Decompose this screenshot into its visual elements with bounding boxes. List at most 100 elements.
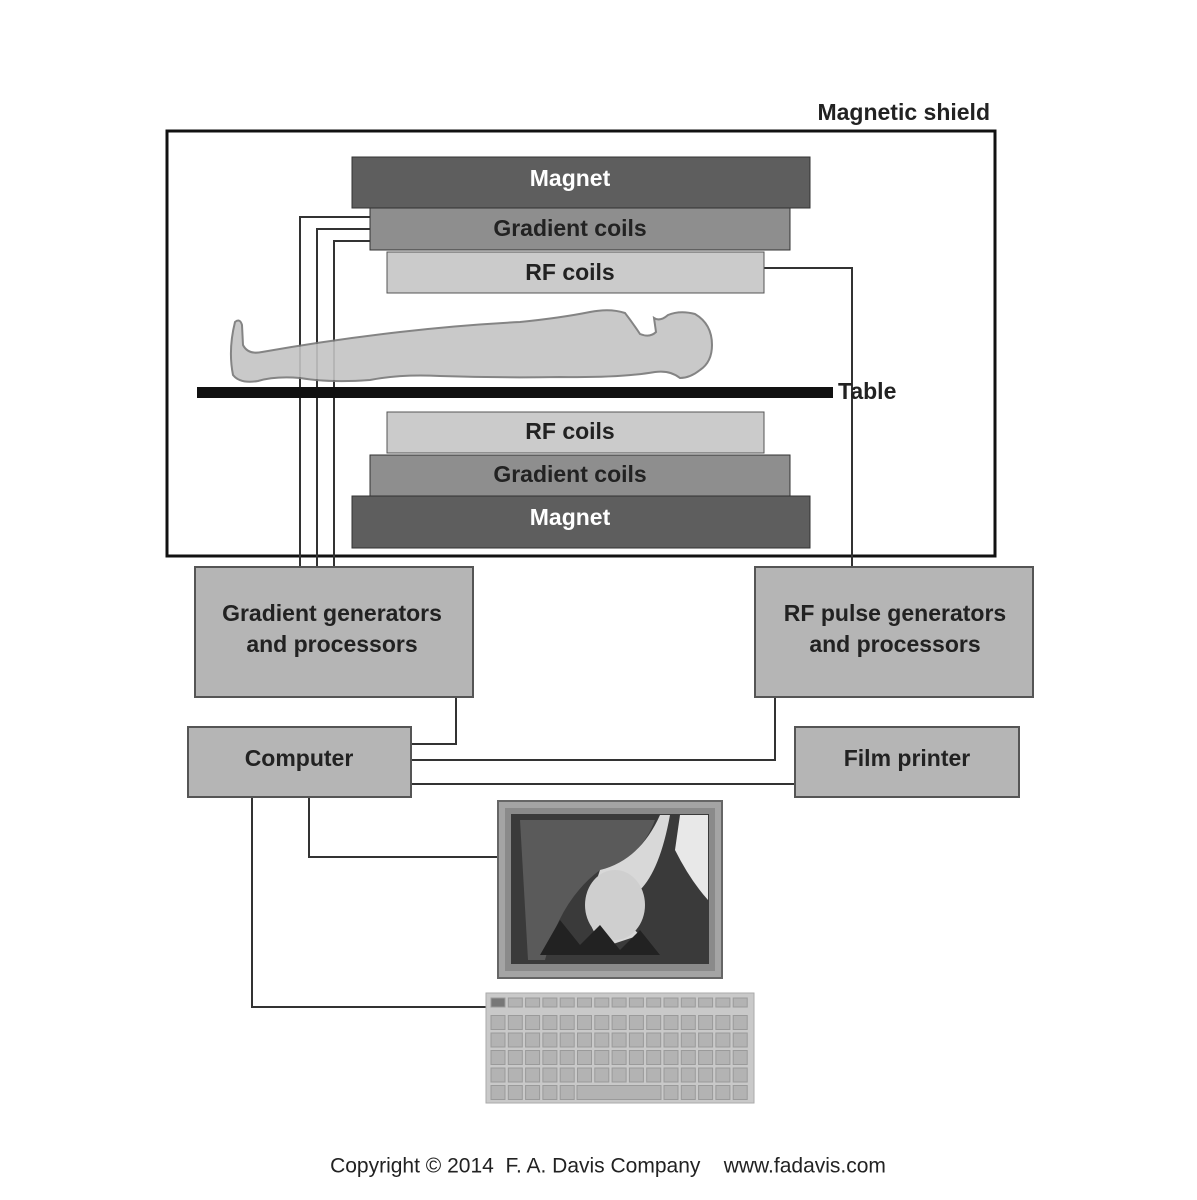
keyboard-key <box>490 1015 506 1030</box>
patient-table <box>197 387 833 398</box>
keyboard-key <box>732 997 748 1008</box>
keyboard-key <box>663 1067 679 1083</box>
keyboard-key <box>490 997 506 1008</box>
keyboard-key <box>542 1032 558 1048</box>
keyboard-key <box>525 1050 541 1065</box>
keyboard-icon <box>485 992 755 1104</box>
keyboard-key <box>577 1050 592 1065</box>
rf-pulse-generators-label-1: RF pulse generators <box>784 600 1006 626</box>
keyboard-key <box>698 1050 714 1065</box>
rf-coils-bottom-label: RF coils <box>525 418 614 444</box>
keyboard-key <box>715 1032 731 1048</box>
keyboard-key <box>507 1015 523 1030</box>
keyboard-key <box>542 997 558 1008</box>
keyboard-key <box>628 1032 644 1048</box>
keyboard-key <box>611 1050 627 1065</box>
keyboard-key <box>732 1067 748 1083</box>
copyright-footer: Copyright © 2014 F. A. Davis Company www… <box>330 1155 886 1178</box>
keyboard-key <box>542 1050 558 1065</box>
rf-coils-bottom <box>386 411 765 454</box>
computer-label: Computer <box>245 745 354 771</box>
film-printer-box <box>794 726 1020 798</box>
keyboard-key <box>559 1015 575 1030</box>
keyboard-key <box>646 997 662 1008</box>
keyboard-key <box>525 1085 541 1100</box>
keyboard-spacebar <box>576 1085 662 1100</box>
keyboard-key <box>663 1050 679 1065</box>
magnet-top-label: Magnet <box>530 165 611 191</box>
keyboard-key <box>559 1032 575 1048</box>
computer-to-keyboard-wire <box>251 797 486 1008</box>
keyboard-key <box>646 1032 662 1048</box>
table-label: Table <box>838 378 896 404</box>
rf-pulse-generators-box <box>754 566 1034 698</box>
keyboard-key <box>594 1050 610 1065</box>
keyboard-key <box>628 1050 644 1065</box>
keyboard-key <box>577 1067 592 1083</box>
gradient-to-computer-wire <box>411 697 457 745</box>
keyboard-key <box>698 997 714 1008</box>
keyboard-key <box>680 1067 696 1083</box>
monitor-icon <box>497 800 723 979</box>
gradient-generators-label-2: and processors <box>246 631 417 657</box>
keyboard-key <box>646 1015 662 1030</box>
keyboard-key <box>698 1085 714 1100</box>
keyboard-key <box>698 1015 714 1030</box>
keyboard-key <box>628 1015 644 1030</box>
keyboard-key <box>715 997 731 1008</box>
gradient-generators-label-1: Gradient generators <box>222 600 442 626</box>
keyboard-key <box>490 1032 506 1048</box>
keyboard-key <box>577 1032 592 1048</box>
film-printer-label: Film printer <box>844 745 971 771</box>
keyboard-key <box>542 1085 558 1100</box>
keyboard-key <box>559 1050 575 1065</box>
magnetic-shield-label: Magnetic shield <box>817 99 990 125</box>
rf-coils-top <box>386 251 765 294</box>
keyboard-key <box>507 1067 523 1083</box>
keyboard-key <box>507 1085 523 1100</box>
keyboard-key <box>577 1015 592 1030</box>
keyboard-key <box>594 1015 610 1030</box>
keyboard-key <box>628 997 644 1008</box>
keyboard-key <box>507 1032 523 1048</box>
gradient-coils-bottom <box>369 454 791 497</box>
keyboard-key <box>525 1015 541 1030</box>
rf-coils-top-label: RF coils <box>525 259 614 285</box>
patient-silhouette <box>229 309 714 383</box>
keyboard-key <box>542 1015 558 1030</box>
keyboard-key <box>732 1085 748 1100</box>
keyboard-key <box>577 997 592 1008</box>
keyboard-key <box>663 1032 679 1048</box>
magnet-bottom-label: Magnet <box>530 504 611 530</box>
keyboard-key <box>680 1085 696 1100</box>
keyboard-key <box>646 1050 662 1065</box>
keyboard-key <box>611 997 627 1008</box>
keyboard-key <box>646 1067 662 1083</box>
keyboard-key <box>559 1067 575 1083</box>
keyboard-key <box>732 1032 748 1048</box>
keyboard-key <box>680 1050 696 1065</box>
computer-box <box>187 726 412 798</box>
computer-to-monitor-wire <box>308 797 498 858</box>
keyboard-key <box>559 1085 575 1100</box>
magnet-bottom <box>351 495 811 549</box>
keyboard-key <box>663 997 679 1008</box>
keyboard-key <box>715 1015 731 1030</box>
keyboard-key <box>715 1050 731 1065</box>
gradient-generators-box <box>194 566 474 698</box>
keyboard-key <box>611 1032 627 1048</box>
gradient-coils-top <box>369 207 791 251</box>
keyboard-key <box>663 1085 679 1100</box>
keyboard-key <box>715 1067 731 1083</box>
gradient-coils-top-label: Gradient coils <box>493 215 646 241</box>
keyboard-key <box>663 1015 679 1030</box>
keyboard-key <box>490 1085 506 1100</box>
gradient-wire-1 <box>299 216 370 568</box>
keyboard-key <box>680 1015 696 1030</box>
rf-pulse-generators-label-2: and processors <box>809 631 980 657</box>
rf-to-computer-wire <box>411 697 776 761</box>
keyboard-key <box>525 997 541 1008</box>
keyboard-key <box>507 997 523 1008</box>
keyboard-key <box>542 1067 558 1083</box>
keyboard-key <box>594 1067 610 1083</box>
